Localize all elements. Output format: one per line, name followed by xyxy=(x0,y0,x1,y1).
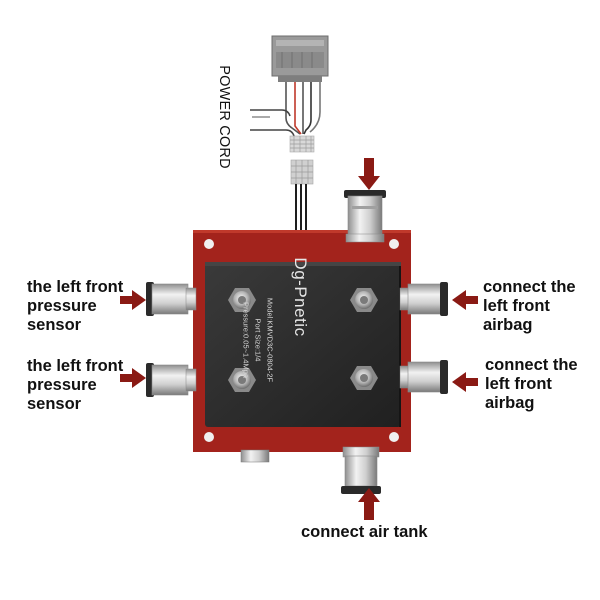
arrow-top-down-icon xyxy=(358,158,380,190)
hex-bolt-1 xyxy=(228,288,256,312)
device-brand-label: Dg-Pnetic xyxy=(291,257,310,337)
arrows xyxy=(120,158,478,520)
arrow-left-top-right-icon xyxy=(120,290,146,310)
device-model-label: Model:KMVD3C-0804-2F xyxy=(265,297,275,383)
device-pressure-label: Pressure:0.05~1.4Mpa xyxy=(241,301,251,379)
connect-left-front-airbag-label-bottom: connect the left front airbag xyxy=(485,356,578,412)
left-front-pressure-sensor-label-bottom: the left front pressure sensor xyxy=(27,357,124,413)
hex-bolt-3 xyxy=(228,368,256,392)
arrow-right-bottom-left-icon xyxy=(452,372,478,392)
hex-bolts xyxy=(228,288,378,392)
hex-bolt-2 xyxy=(350,288,378,312)
arrow-left-bottom-right-icon xyxy=(120,368,146,388)
top-fitting xyxy=(344,190,386,243)
bottom-fitting xyxy=(341,446,381,494)
hex-bolt-4 xyxy=(350,366,378,390)
right-fitting-top xyxy=(399,282,448,316)
connect-left-front-airbag-label-top: connect the left front airbag xyxy=(483,278,576,334)
bottom-stub-fitting xyxy=(240,449,270,463)
power-connector xyxy=(271,35,329,82)
left-fitting-bottom xyxy=(146,363,197,397)
left-front-pressure-sensor-label-top: the left front pressure sensor xyxy=(27,278,124,334)
right-fitting-bottom xyxy=(399,360,448,394)
connect-air-tank-label: connect air tank xyxy=(301,523,428,541)
device-port-size-label: Port Size:1/4 xyxy=(253,318,263,362)
arrow-bottom-up-icon xyxy=(358,488,380,520)
power-wires xyxy=(250,82,321,137)
left-fitting-top xyxy=(146,282,197,316)
arrow-right-top-left-icon xyxy=(452,290,478,310)
cable-sleeve xyxy=(289,135,315,266)
power-cord-label: POWER CORD xyxy=(216,65,232,169)
